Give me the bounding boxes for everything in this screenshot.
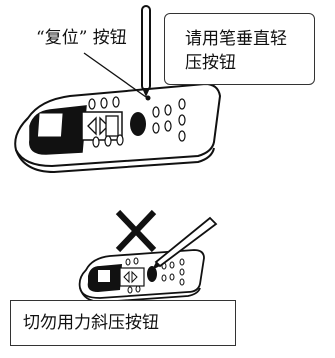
reset-button-label: “复位” 按钮: [36, 28, 127, 48]
correct-instruction-box: 请用笔垂直轻 压按钮: [164, 13, 315, 85]
remote-control-top: [14, 82, 222, 174]
correct-instruction-line2: 压按钮: [185, 53, 236, 73]
cross-mark: [115, 209, 157, 253]
remote-control-bottom: [78, 249, 205, 303]
correct-instruction-line1: 请用笔垂直轻: [185, 29, 287, 49]
warning-instruction-text: 切勿用力斜压按钮: [23, 313, 159, 333]
warning-instruction-box: 切勿用力斜压按钮: [10, 300, 236, 346]
vertical-pen: [141, 5, 151, 97]
reset-leader-line: [83, 52, 147, 98]
slanted-pen: [152, 216, 218, 270]
